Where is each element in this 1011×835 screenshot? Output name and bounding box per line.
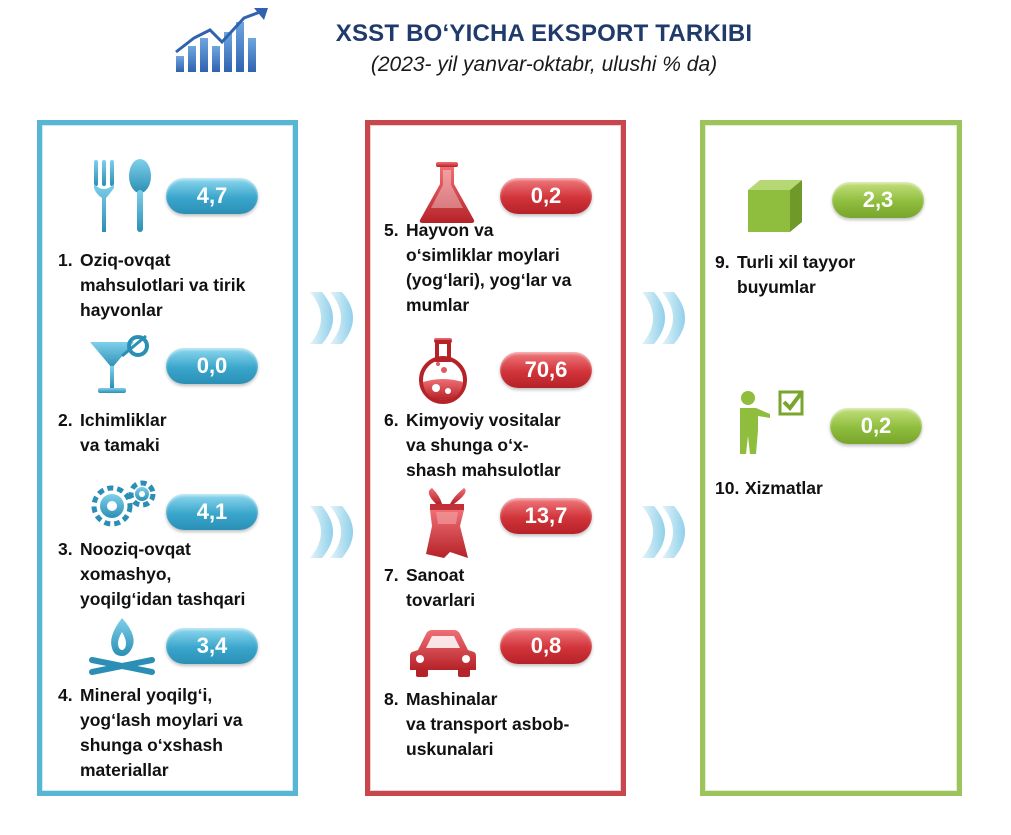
car-icon [410, 630, 476, 677]
category-number: 5. [384, 220, 399, 240]
value-pill: 70,6 [500, 352, 592, 388]
panel-green [700, 120, 962, 796]
chevron-right-icon [310, 292, 353, 344]
page-subtitle: (2023- yil yanvar-oktabr, ulushi % da) [370, 53, 718, 76]
gas-flame-icon [89, 618, 155, 675]
cube-icon [748, 180, 802, 232]
category-line: materiallar [80, 760, 169, 780]
category-line: xomashyo, [80, 564, 172, 584]
value-text: 0,8 [530, 633, 562, 658]
category-number: 10. [715, 478, 740, 498]
value-text: 0,2 [860, 413, 892, 438]
category-line: Nooziq-ovqat [80, 539, 191, 559]
value-text: 0,0 [196, 353, 228, 378]
value-pill: 4,1 [166, 494, 258, 530]
category-label: 5. Hayvon va o‘simliklar moylari (yog‘lar… [384, 218, 571, 318]
gears-icon [91, 480, 156, 527]
value-text: 70,6 [524, 357, 568, 382]
category-line: mahsulotlari va tirik [80, 275, 246, 295]
category-line: Turli xil tayyor [737, 252, 856, 272]
category-line: Sanoat [406, 565, 465, 585]
category-line: yoqilg‘idan tashqari [80, 589, 246, 609]
value-pill: 0,2 [500, 178, 592, 214]
value-text: 4,7 [196, 183, 228, 208]
value-pill: 13,7 [500, 498, 592, 534]
page-title: XSST BO‘YICHA EKSPORT TARKIBI [335, 20, 753, 47]
category-line: Mashinalar [406, 689, 498, 709]
category-line: (yog‘lari), yog‘lar va [406, 270, 572, 290]
category-number: 6. [384, 410, 399, 430]
value-text: 3,4 [196, 633, 228, 658]
category-label: 4.Mineral yoqilg‘i, yog‘lash moylari va … [58, 683, 242, 783]
category-line: va shunga o‘x- [406, 435, 529, 455]
category-line: Oziq-ovqat [80, 250, 171, 270]
value-text: 4,1 [196, 499, 228, 524]
category-line: shunga o‘xshash [80, 735, 223, 755]
category-line: Mineral yoqilg‘i, [80, 685, 213, 705]
category-number: 8. [384, 689, 399, 709]
category-label: 6. Kimyoviy vositalar va shunga o‘x- shas… [384, 408, 561, 483]
category-number: 2. [58, 410, 73, 430]
category-number: 7. [384, 565, 399, 585]
category-label: 9. Turli xil tayyor buyumlar [715, 250, 855, 300]
category-number: 4. [58, 685, 73, 705]
category-number: 1. [58, 250, 73, 270]
value-pill: 0,0 [166, 348, 258, 384]
value-pill: 4,7 [166, 178, 258, 214]
fabric-icon [426, 488, 468, 558]
cocktail-glass-icon [90, 334, 149, 393]
category-number: 3. [58, 539, 73, 559]
fork-spoon-icon [94, 159, 151, 232]
value-pill: 2,3 [832, 182, 924, 218]
panel-blue [37, 120, 298, 796]
category-line: Hayvon va [406, 220, 494, 240]
value-text: 0,2 [530, 183, 562, 208]
category-line: uskunalari [406, 739, 494, 759]
chevron-right-icon [642, 292, 685, 344]
chevron-right-icon [310, 506, 353, 558]
category-label: 1. Oziq-ovqat mahsulotlari va tirik hayvo… [58, 248, 245, 323]
category-line: hayvonlar [80, 300, 163, 320]
chevron-right-icon [642, 506, 685, 558]
category-label: 2. Ichimliklar va tamaki [58, 408, 167, 458]
category-label: 3. Nooziq-ovqat xomashyo, yoqilg‘idan tas… [58, 537, 245, 612]
presenter-checkmark-icon [740, 390, 804, 454]
category-line: shash mahsulotlar [406, 460, 561, 480]
category-label: 7. Sanoat tovarlari [384, 563, 475, 613]
category-line: Xizmatlar [745, 478, 823, 498]
category-line: Ichimliklar [80, 410, 167, 430]
category-line: va transport asbob- [406, 714, 570, 734]
panel-red [365, 120, 626, 796]
value-text: 13,7 [524, 503, 568, 528]
header: XSST BO‘YICHA EKSPORT TARKIBI (2023- yil… [0, 0, 1011, 100]
category-line: mumlar [406, 295, 470, 315]
value-text: 2,3 [862, 187, 894, 212]
value-pill: 0,2 [830, 408, 922, 444]
category-line: Kimyoviy vositalar [406, 410, 561, 430]
category-line: buyumlar [737, 277, 816, 297]
category-line: va tamaki [80, 435, 160, 455]
chemistry-flask-icon [419, 338, 467, 404]
category-line: tovarlari [406, 590, 476, 610]
flask-icon [419, 162, 475, 223]
value-pill: 3,4 [166, 628, 258, 664]
category-line: yog‘lash moylari va [80, 710, 243, 730]
value-pill: 0,8 [500, 628, 592, 664]
category-line: o‘simliklar moylari [406, 245, 560, 265]
category-label: 10.Xizmatlar [715, 476, 823, 501]
category-label: 8. Mashinalar va transport asbob- uskunal… [384, 687, 569, 762]
growth-chart-icon [175, 8, 268, 72]
category-number: 9. [715, 252, 730, 272]
